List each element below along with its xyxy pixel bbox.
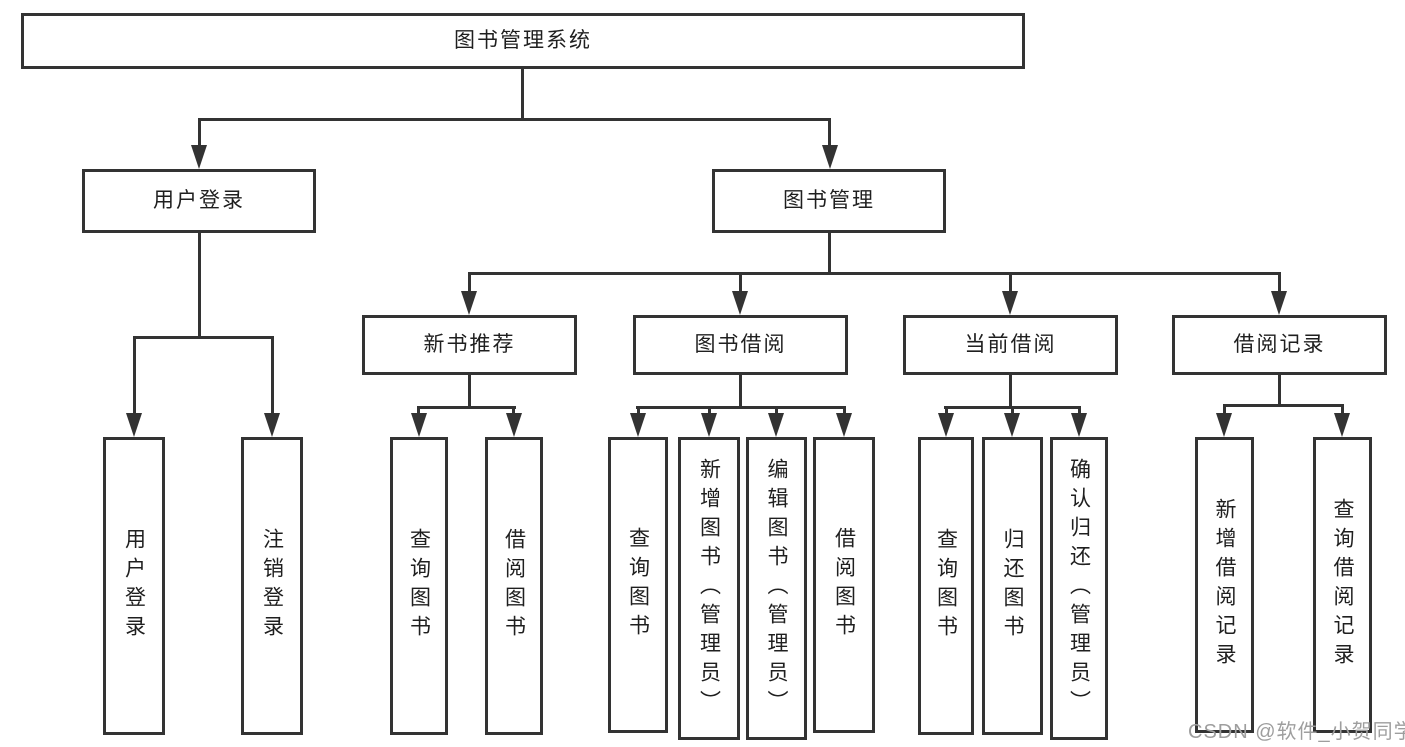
- leaf-recommend-query-book: 查询图书: [390, 437, 448, 735]
- leaf-borrow-add-book-admin: 新增图书（管理员）: [678, 437, 740, 740]
- arrow-down-icon: [822, 145, 838, 169]
- arrow-down-icon: [1004, 413, 1020, 437]
- connector-line: [1341, 404, 1344, 416]
- leaf-borrow-edit-book-admin: 编辑图书（管理员）: [746, 437, 807, 740]
- node-borrowing-records: 借阅记录: [1172, 315, 1387, 375]
- arrow-down-icon: [1271, 291, 1287, 315]
- node-label: 当前借阅: [964, 333, 1057, 357]
- node-label: 借阅记录: [1233, 333, 1326, 357]
- connector-line: [198, 118, 201, 150]
- arrow-down-icon: [938, 413, 954, 437]
- connector-line: [468, 272, 471, 294]
- connector-line: [468, 375, 471, 406]
- arrow-down-icon: [1071, 413, 1087, 437]
- connector-line: [512, 406, 515, 416]
- leaf-logout: 注销登录: [241, 437, 303, 735]
- connector-line: [198, 233, 201, 336]
- node-label: 图书借阅: [694, 333, 787, 357]
- arrow-down-icon: [732, 291, 748, 315]
- node-book-borrowing: 图书借阅: [633, 315, 848, 375]
- connector-line: [1011, 406, 1014, 416]
- leaf-label: 新增图书（管理员）: [697, 458, 721, 719]
- connector-line: [945, 406, 948, 416]
- connector-line: [468, 272, 1281, 275]
- node-label: 图书管理: [783, 189, 875, 213]
- connector-line: [1009, 272, 1012, 294]
- leaf-recommend-borrow-book: 借阅图书: [485, 437, 543, 735]
- leaf-current-return-book: 归还图书: [982, 437, 1043, 735]
- connector-line: [1223, 404, 1226, 416]
- connector-line: [198, 118, 831, 121]
- leaf-record-add-borrow-record: 新增借阅记录: [1195, 437, 1254, 733]
- arrow-down-icon: [701, 413, 717, 437]
- connector-line: [1223, 404, 1344, 407]
- leaf-user-login: 用户登录: [103, 437, 165, 735]
- connector-line: [739, 375, 742, 406]
- arrow-down-icon: [461, 291, 477, 315]
- leaf-borrow-borrow-book: 借阅图书: [813, 437, 875, 733]
- leaf-label: 查询借阅记录: [1331, 498, 1354, 672]
- connector-line: [521, 69, 524, 118]
- connector-line: [828, 233, 831, 272]
- arrow-down-icon: [411, 413, 427, 437]
- leaf-label: 借阅图书: [502, 528, 526, 644]
- connector-line: [133, 336, 136, 414]
- node-label: 用户登录: [153, 189, 245, 213]
- leaf-label: 编辑图书（管理员）: [765, 458, 788, 719]
- arrow-down-icon: [1002, 291, 1018, 315]
- leaf-current-confirm-return-admin: 确认归还（管理员）: [1050, 437, 1108, 740]
- node-user-login: 用户登录: [82, 169, 316, 233]
- node-current-borrowing: 当前借阅: [903, 315, 1118, 375]
- leaf-label: 注销登录: [260, 528, 284, 644]
- node-label: 图书管理系统: [454, 29, 592, 53]
- node-library-system: 图书管理系统: [21, 13, 1025, 69]
- leaf-label: 归还图书: [1001, 528, 1024, 644]
- connector-line: [843, 406, 846, 416]
- leaf-label: 查询图书: [626, 527, 650, 643]
- arrow-down-icon: [630, 413, 646, 437]
- connector-line: [708, 406, 711, 416]
- csdn-watermark: CSDN @软件_小贺同学: [1188, 721, 1405, 743]
- connector-line: [417, 406, 516, 409]
- connector-line: [417, 406, 420, 416]
- leaf-label: 查询图书: [934, 528, 958, 644]
- leaf-label: 确认归还（管理员）: [1067, 458, 1091, 719]
- connector-line: [828, 118, 831, 150]
- connector-line: [739, 272, 742, 294]
- node-book-management: 图书管理: [712, 169, 946, 233]
- arrow-down-icon: [1216, 413, 1232, 437]
- leaf-label: 新增借阅记录: [1213, 498, 1236, 672]
- connector-line: [1278, 375, 1281, 404]
- connector-line: [637, 406, 640, 416]
- connector-line: [636, 406, 846, 409]
- node-label: 新书推荐: [423, 333, 516, 357]
- arrow-down-icon: [191, 145, 207, 169]
- arrow-down-icon: [768, 413, 784, 437]
- node-new-book-recommendation: 新书推荐: [362, 315, 577, 375]
- connector-line: [775, 406, 778, 416]
- arrow-down-icon: [126, 413, 142, 437]
- arrow-down-icon: [836, 413, 852, 437]
- arrow-down-icon: [506, 413, 522, 437]
- connector-line: [1009, 375, 1012, 406]
- leaf-borrow-query-book: 查询图书: [608, 437, 668, 733]
- leaf-label: 借阅图书: [832, 527, 856, 643]
- arrow-down-icon: [264, 413, 280, 437]
- leaf-record-query-borrow-record: 查询借阅记录: [1313, 437, 1372, 733]
- leaf-current-query-book: 查询图书: [918, 437, 974, 735]
- connector-line: [133, 336, 274, 339]
- connector-line: [1078, 406, 1081, 416]
- connector-line: [1278, 272, 1281, 294]
- leaf-label: 用户登录: [122, 528, 146, 644]
- connector-line: [271, 336, 274, 414]
- arrow-down-icon: [1334, 413, 1350, 437]
- leaf-label: 查询图书: [407, 528, 431, 644]
